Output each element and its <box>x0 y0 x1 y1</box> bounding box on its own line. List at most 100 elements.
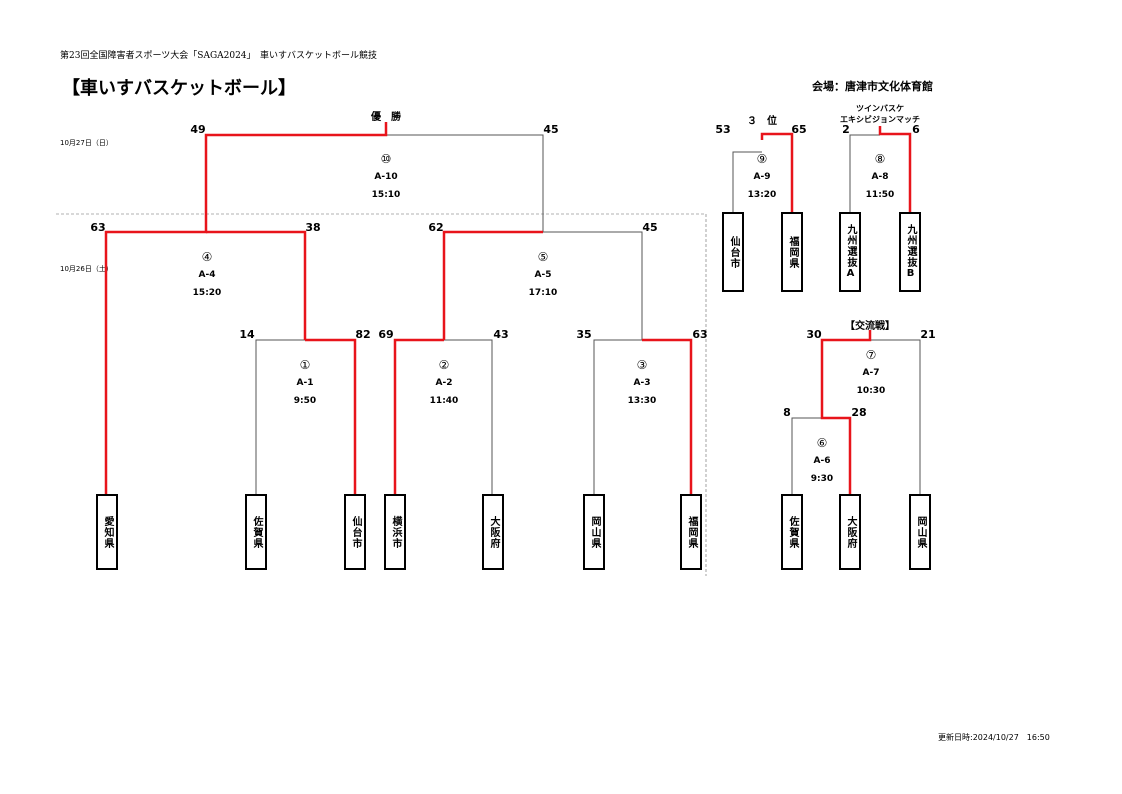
team-name: 大阪府 <box>488 515 499 549</box>
team-box-osaka-exchange: 大阪府 <box>839 494 861 570</box>
event-subtitle: 第23回全国障害者スポーツ大会「SAGA2024」 車いすバスケットボール競技 <box>60 51 378 61</box>
team-box-osaka: 大阪府 <box>482 494 504 570</box>
score-g10-right: 45 <box>543 123 559 136</box>
score-g4-left: 63 <box>90 221 106 234</box>
game-7-number: ⑦ <box>865 348 877 362</box>
team-name: 岡山県 <box>589 515 600 549</box>
game-8-number: ⑧ <box>874 152 886 166</box>
exhibition-label-1: ツインバスケ <box>856 104 904 113</box>
game-5-code: A-5 <box>534 270 552 280</box>
team-name: 福岡県 <box>787 235 798 269</box>
team-name: 愛知県 <box>102 515 113 549</box>
game-8-info: ⑧ A-8 11:50 <box>840 150 920 204</box>
team-box-yokohama: 横浜市 <box>384 494 406 570</box>
winner-lines <box>104 122 912 494</box>
score-g3-right: 63 <box>692 328 708 341</box>
team-box-fukuoka-3rd: 福岡県 <box>781 212 803 292</box>
team-box-okayama-exchange: 岡山県 <box>909 494 931 570</box>
game-3-code: A-3 <box>633 378 651 388</box>
day-divider <box>56 213 707 576</box>
game-10-code: A-10 <box>374 172 398 182</box>
game-5-number: ⑤ <box>537 250 549 264</box>
game-3-info: ③ A-3 13:30 <box>602 356 682 410</box>
score-g8-left: 2 <box>842 123 850 136</box>
score-g4-right: 38 <box>305 221 321 234</box>
team-name: 仙台市 <box>350 515 361 549</box>
score-g5-right: 45 <box>642 221 658 234</box>
team-name: 佐賀県 <box>251 515 262 549</box>
game-7-info: ⑦ A-7 10:30 <box>831 346 911 400</box>
game-6-code: A-6 <box>813 456 831 466</box>
game-9-number: ⑨ <box>756 152 768 166</box>
game-9-info: ⑨ A-9 13:20 <box>722 150 802 204</box>
team-box-sendai-3rd: 仙台市 <box>722 212 744 292</box>
team-name: 仙台市 <box>728 235 739 269</box>
game-10-info: ⑩ A-10 15:10 <box>346 150 426 204</box>
score-g6-right: 28 <box>851 406 867 419</box>
third-place-label: ３ 位 <box>747 116 777 127</box>
team-box-sendai: 仙台市 <box>344 494 366 570</box>
team-name: 福岡県 <box>686 515 697 549</box>
team-box-saga: 佐賀県 <box>245 494 267 570</box>
game-7-code: A-7 <box>862 368 880 378</box>
team-name: 九州選抜B <box>905 224 916 280</box>
score-g7-right: 21 <box>920 328 936 341</box>
exchange-label: 【交流戦】 <box>845 321 895 332</box>
team-name: 横浜市 <box>390 515 401 549</box>
venue-label: 会場：唐津市文化体育館 <box>812 80 933 93</box>
score-g2-left: 69 <box>378 328 394 341</box>
score-g6-left: 8 <box>783 406 791 419</box>
score-g5-left: 62 <box>428 221 444 234</box>
game-8-code: A-8 <box>871 172 889 182</box>
game-10-number: ⑩ <box>380 152 392 166</box>
game-2-code: A-2 <box>435 378 453 388</box>
team-box-okayama: 岡山県 <box>583 494 605 570</box>
game-5-info: ⑤ A-5 17:10 <box>503 248 583 302</box>
game-4-info: ④ A-4 15:20 <box>167 248 247 302</box>
team-box-kyushu-a: 九州選抜A <box>839 212 861 292</box>
updated-timestamp: 更新日時:2024/10/27 16:50 <box>938 733 1050 742</box>
game-6-number: ⑥ <box>816 436 828 450</box>
champion-label: 優 勝 <box>371 112 401 123</box>
game-1-time: 9:50 <box>293 396 317 406</box>
date-day1: 10月26日（土） <box>60 265 113 273</box>
date-day2: 10月27日（日） <box>60 139 113 147</box>
game-3-number: ③ <box>636 358 648 372</box>
team-box-saga-exchange: 佐賀県 <box>781 494 803 570</box>
game-8-time: 11:50 <box>865 190 895 200</box>
score-g3-left: 35 <box>576 328 592 341</box>
score-g9-left: 53 <box>715 123 731 136</box>
game-1-number: ① <box>299 358 311 372</box>
team-name: 九州選抜A <box>845 224 856 280</box>
team-name: 岡山県 <box>915 515 926 549</box>
game-2-time: 11:40 <box>429 396 459 406</box>
game-6-info: ⑥ A-6 9:30 <box>782 434 862 488</box>
game-9-time: 13:20 <box>747 190 777 200</box>
score-g7-left: 30 <box>806 328 822 341</box>
team-box-kyushu-b: 九州選抜B <box>899 212 921 292</box>
score-g8-right: 6 <box>912 123 920 136</box>
score-g9-right: 65 <box>791 123 807 136</box>
game-2-info: ② A-2 11:40 <box>404 356 484 410</box>
score-g10-left: 49 <box>190 123 206 136</box>
exhibition-label-2: エキシビジョンマッチ <box>840 115 920 124</box>
game-9-code: A-9 <box>753 172 771 182</box>
game-4-code: A-4 <box>198 270 216 280</box>
game-7-time: 10:30 <box>856 386 886 396</box>
game-1-info: ① A-1 9:50 <box>265 356 345 410</box>
game-10-time: 15:10 <box>371 190 401 200</box>
team-name: 大阪府 <box>845 515 856 549</box>
game-6-time: 9:30 <box>810 474 834 484</box>
game-2-number: ② <box>438 358 450 372</box>
game-4-number: ④ <box>201 250 213 264</box>
team-name: 佐賀県 <box>787 515 798 549</box>
score-g2-right: 43 <box>493 328 509 341</box>
page-title: 【車いすバスケットボール】 <box>62 78 296 99</box>
game-5-time: 17:10 <box>528 288 558 298</box>
game-1-code: A-1 <box>296 378 314 388</box>
score-g1-left: 14 <box>239 328 255 341</box>
team-box-aichi: 愛知県 <box>96 494 118 570</box>
score-g1-right: 82 <box>355 328 371 341</box>
loser-lines <box>255 134 921 494</box>
